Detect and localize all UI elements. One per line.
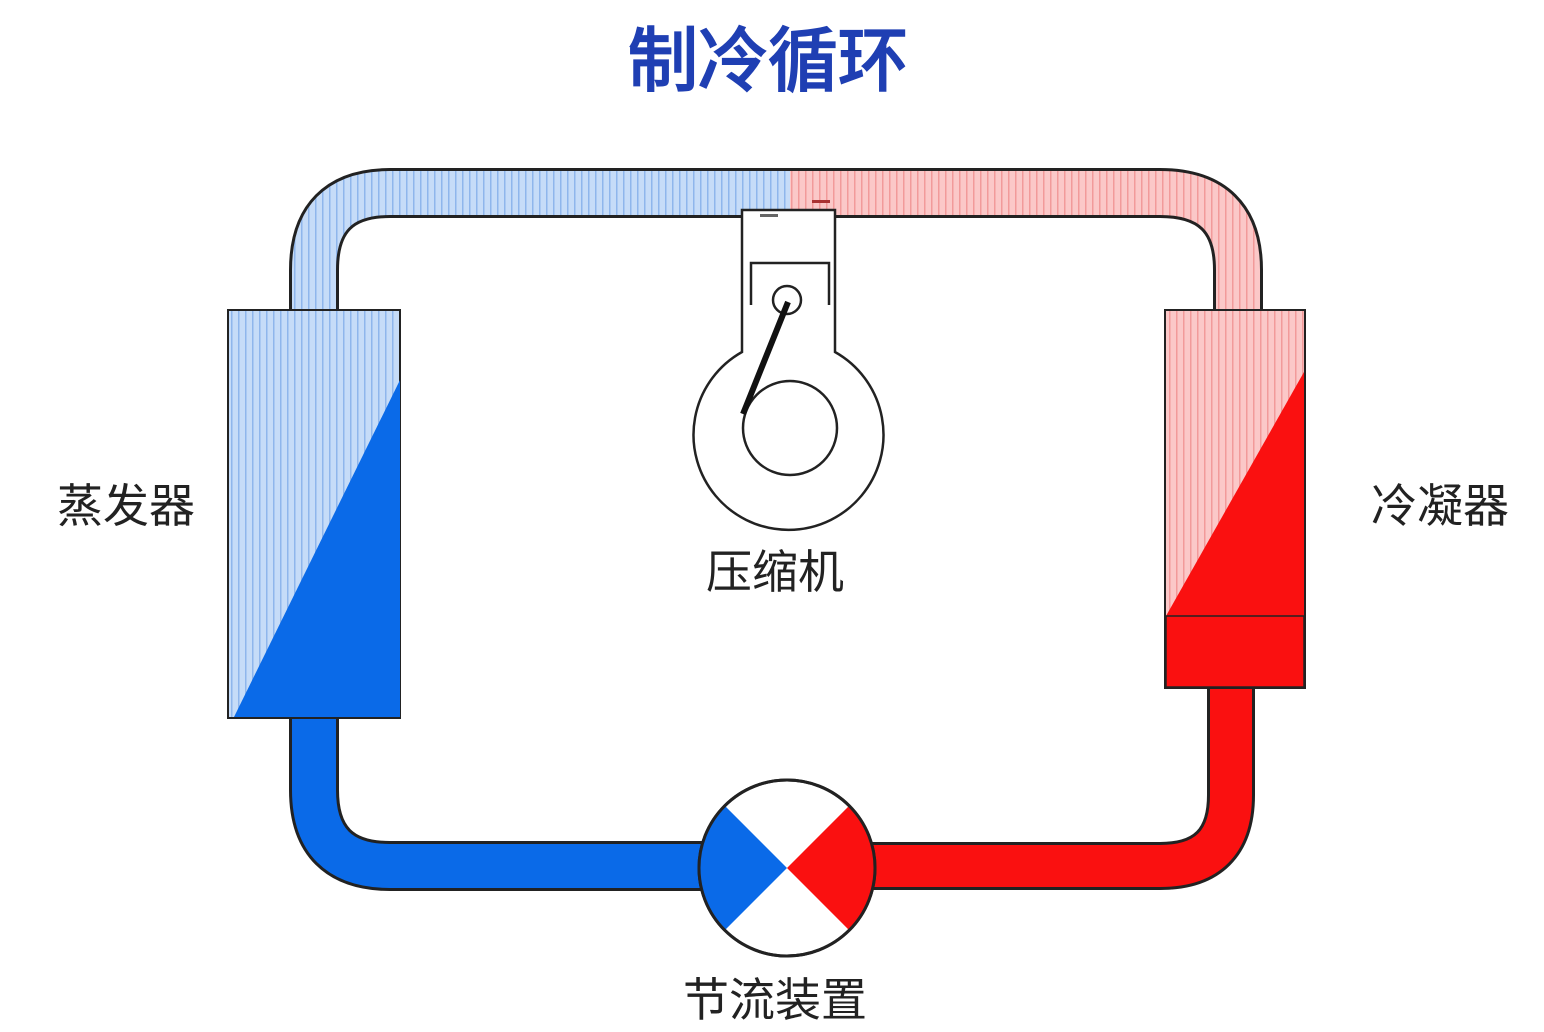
condenser — [1164, 309, 1306, 689]
evaporator — [227, 309, 401, 719]
compressor — [692, 200, 885, 532]
expansion-valve-label: 节流装置 — [683, 973, 867, 1027]
condenser-label: 冷凝器 — [1371, 479, 1509, 533]
liquid-pipe-cold — [289, 716, 705, 891]
expansion-valve — [697, 778, 877, 958]
compressor-label: 压缩机 — [706, 545, 844, 599]
discharge-pipe — [790, 168, 1263, 312]
liquid-pipe-hot — [870, 686, 1255, 890]
suction-pipe — [289, 168, 790, 312]
evaporator-label: 蒸发器 — [57, 479, 195, 533]
diagram-title: 制冷循环 — [628, 20, 908, 102]
